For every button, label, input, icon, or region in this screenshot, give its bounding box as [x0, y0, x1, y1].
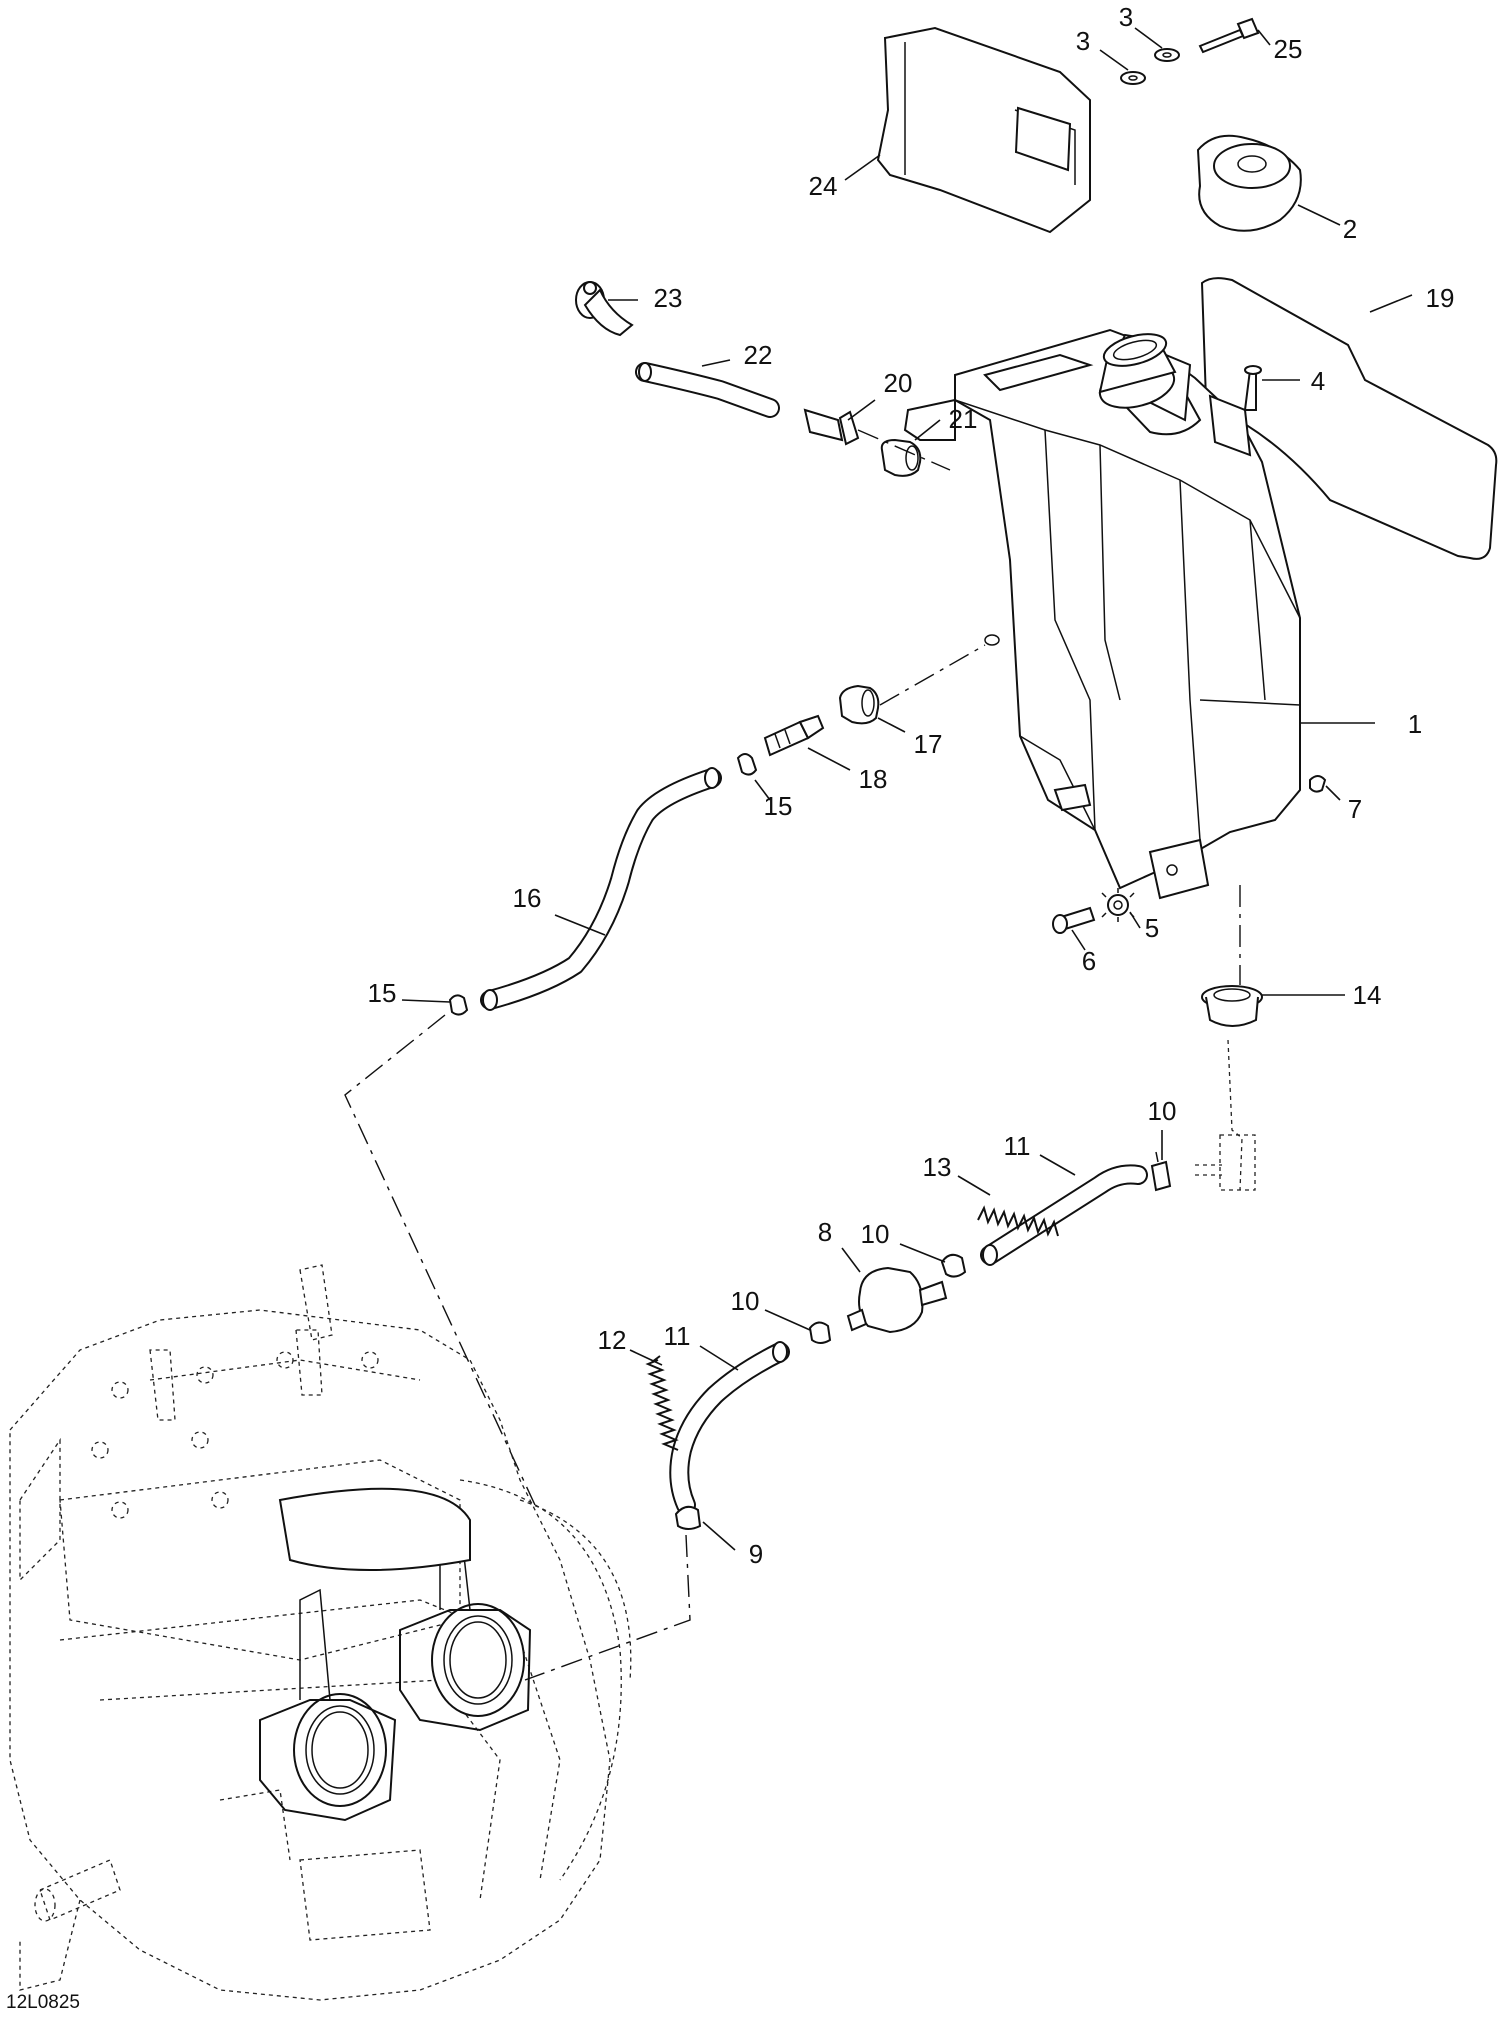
callout-15: 15: [368, 978, 397, 1008]
part-6-bolt: [1052, 906, 1096, 934]
callout-19: 19: [1426, 283, 1455, 313]
callout-18: 18: [859, 764, 888, 794]
part-25-bolt: [1198, 17, 1260, 54]
callout-10: 10: [861, 1219, 890, 1249]
callout-11: 11: [1004, 1131, 1031, 1161]
callout-10: 10: [1148, 1096, 1177, 1126]
part-11-hose-upper: [980, 1164, 1148, 1266]
oil-pickup-ghost: [1195, 1039, 1256, 1191]
callout-3: 3: [1076, 26, 1090, 56]
routing-lines: [344, 429, 1241, 1681]
part-17-grommet: [838, 684, 880, 725]
callout-24: 24: [809, 171, 838, 201]
part-23-check-valve: [575, 281, 634, 337]
callout-9: 9: [749, 1539, 763, 1569]
part-1-oil-tank: [903, 328, 1301, 900]
callout-11: 11: [664, 1321, 691, 1351]
callout-15: 15: [764, 791, 793, 821]
part-3-washer-b: [1154, 48, 1180, 62]
part-10-clamp-a: [1150, 1151, 1172, 1192]
leader-lines: [401, 27, 1413, 1551]
part-2-tank-cap: [1196, 134, 1302, 232]
part-14-grommet: [1201, 985, 1263, 1027]
callout-7: 7: [1348, 794, 1362, 824]
callout-12: 12: [598, 1325, 627, 1355]
part-15-clamp-upper: [736, 753, 758, 776]
part-8-oil-filter: [846, 1266, 948, 1334]
callout-4: 4: [1311, 366, 1325, 396]
callout-25: 25: [1274, 34, 1303, 64]
callout-23: 23: [654, 283, 683, 313]
part-5-lock-washer: [1101, 888, 1135, 922]
callout-21: 21: [949, 404, 978, 434]
part-22-vent-hose: [635, 362, 780, 418]
part-16-oil-hose: [480, 767, 722, 1011]
part-24-heat-shield: [876, 26, 1091, 234]
part-13-spring: [977, 1205, 1059, 1237]
part-20-elbow-fitting: [803, 408, 860, 446]
callout-14: 14: [1353, 980, 1382, 1010]
callout-labels: 1 2 3 3 4 5 6 7 8 9 10 10 10 11 11 12 13…: [368, 2, 1455, 1569]
engine-ghost: [9, 1264, 632, 2001]
callout-16: 16: [513, 883, 542, 913]
part-10-clamp-c: [808, 1321, 832, 1344]
part-4-screw: [1243, 365, 1262, 411]
callout-8: 8: [818, 1217, 832, 1247]
part-15-clamp-lower: [448, 994, 469, 1016]
callout-6: 6: [1082, 946, 1096, 976]
callout-13: 13: [923, 1152, 952, 1182]
part-7-clip: [1309, 775, 1327, 793]
part-11-hose-lower: [669, 1341, 790, 1515]
part-19-pad: [1200, 277, 1498, 560]
part-10-clamp-b: [940, 1253, 967, 1278]
callout-3: 3: [1119, 2, 1133, 32]
part-18-fitting: [763, 714, 825, 757]
callout-22: 22: [744, 340, 773, 370]
callout-2: 2: [1343, 214, 1357, 244]
callout-5: 5: [1145, 913, 1159, 943]
part-21-grommet: [880, 438, 922, 477]
part-9-clamp: [674, 1505, 702, 1530]
callout-10: 10: [731, 1286, 760, 1316]
callout-17: 17: [914, 729, 943, 759]
reference-code: 12L0825: [6, 1992, 80, 2013]
part-12-spring: [645, 1355, 679, 1451]
callout-20: 20: [884, 368, 913, 398]
callout-1: 1: [1408, 709, 1422, 739]
part-3-washer-a: [1120, 71, 1146, 85]
